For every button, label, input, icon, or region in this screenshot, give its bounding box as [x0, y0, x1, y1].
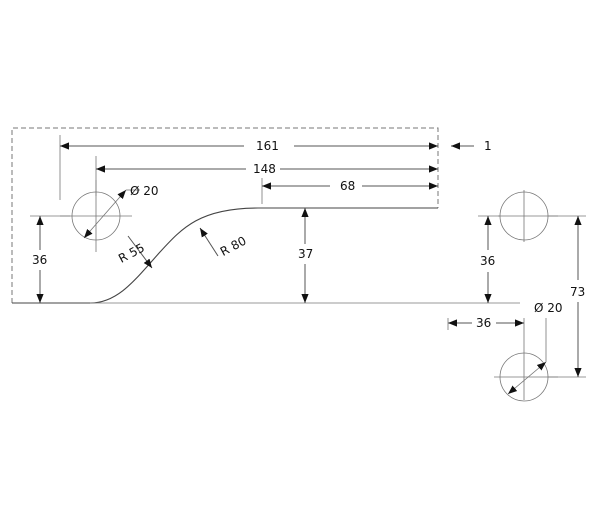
hole-right-dia-label: Ø 20	[534, 301, 563, 315]
dim-161	[59, 135, 438, 200]
dim-36-right-label: 36	[480, 254, 495, 268]
dim-36-right	[478, 215, 500, 303]
dim-73	[548, 215, 586, 378]
hole-right-lower	[494, 318, 558, 402]
dim-148	[95, 156, 438, 196]
dim-1-label: 1	[484, 139, 492, 153]
plate-outline-dashed	[11, 127, 439, 303]
dim-36-left	[30, 215, 70, 303]
dim-36-left-label: 36	[32, 253, 47, 267]
dim-73-label: 73	[570, 285, 585, 299]
dim-r80	[199, 227, 219, 257]
dim-148-label: 148	[253, 162, 276, 176]
dim-37-label: 37	[298, 247, 313, 261]
dim-r55-label: R 55	[116, 241, 147, 266]
dim-36-bottom	[447, 318, 524, 330]
dim-68-label: 68	[340, 179, 355, 193]
dim-161-label: 161	[256, 139, 279, 153]
dim-36-bottom-label: 36	[476, 316, 491, 330]
dim-68	[261, 178, 438, 204]
part-profile	[12, 207, 438, 304]
hole-left	[60, 180, 140, 252]
dim-r80-label: R 80	[218, 234, 249, 259]
dim-r55	[127, 235, 153, 269]
hole-left-dia-label: Ø 20	[130, 184, 159, 198]
